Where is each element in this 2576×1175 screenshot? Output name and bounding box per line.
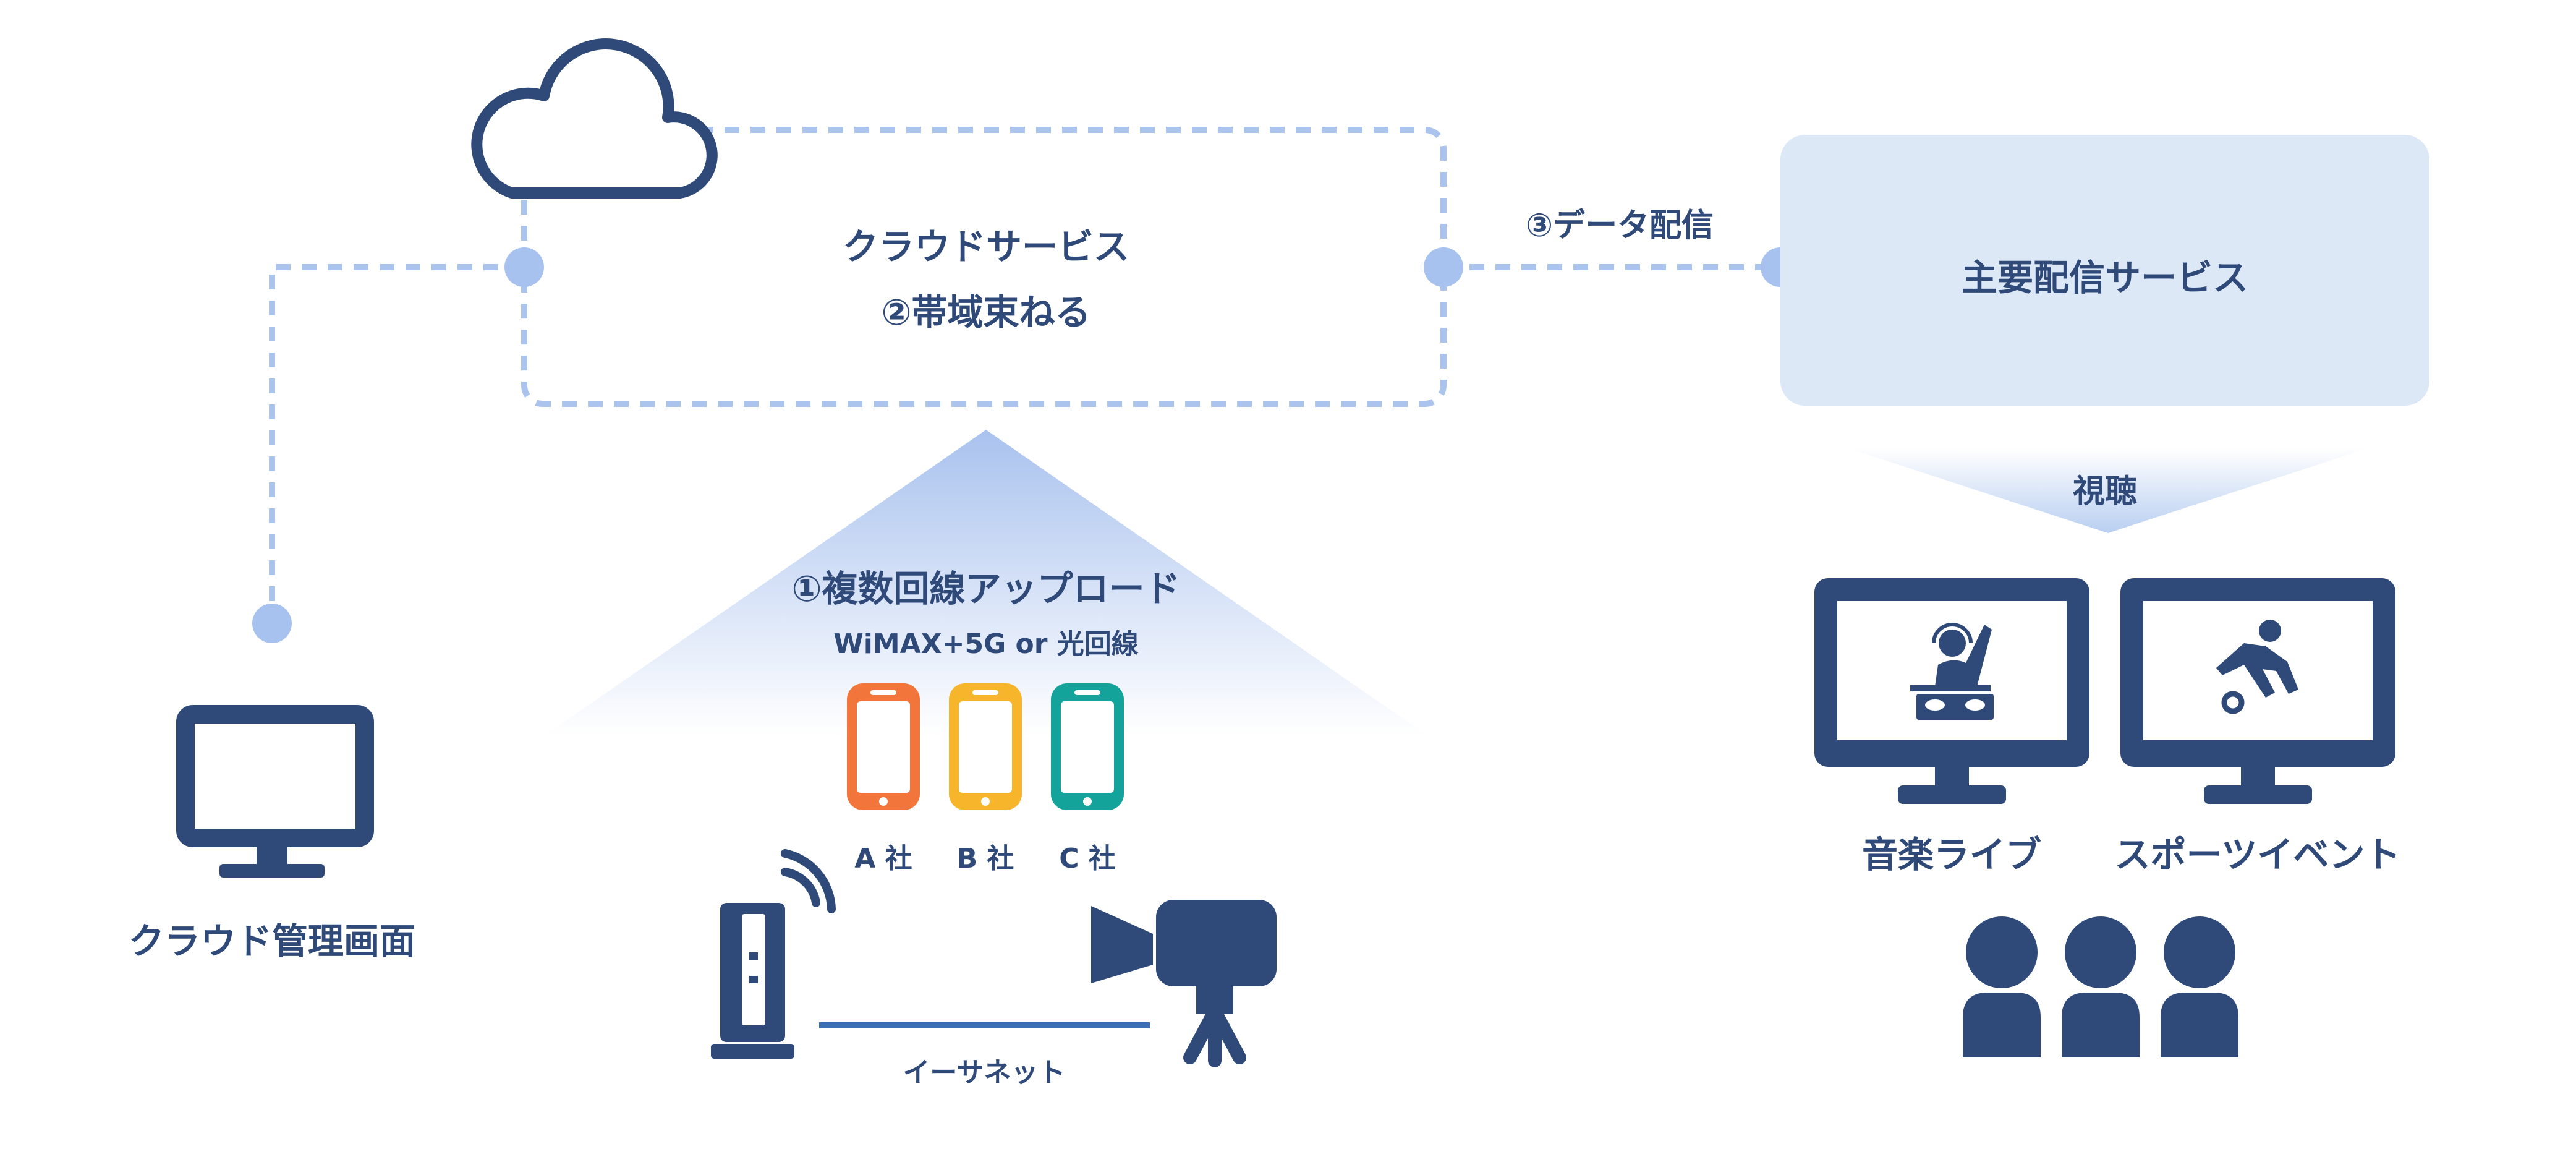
carrier-label-b: B 社 [956, 843, 1014, 874]
sports-event-label: スポーツイベント [2114, 834, 2401, 876]
main-service-label: 主要配信サービス [1961, 257, 2249, 299]
cloud-service-box [521, 127, 1447, 407]
phone-icon-c [1051, 683, 1124, 810]
audience-icon [1963, 916, 2238, 1058]
cloud-service-title: クラウドサービス [842, 226, 1130, 268]
management-monitor-icon [176, 705, 374, 878]
dj-icon [1910, 623, 1994, 720]
carrier-label-a: A 社 [854, 843, 912, 874]
carrier-label-c: C 社 [1059, 843, 1116, 874]
data-delivery-label: ③データ配信 [1525, 207, 1714, 244]
upload-gradient-triangle [544, 430, 1428, 736]
viewing-label: 視聴 [2072, 473, 2138, 510]
ethernet-label: イーサネット [903, 1057, 1066, 1088]
connection-dot-left [504, 247, 544, 287]
sports-event-screen-icon [2120, 578, 2395, 804]
camera-icon [1091, 900, 1277, 1067]
cloud-icon [471, 38, 718, 199]
music-live-screen-icon [1814, 578, 2089, 804]
management-connection-line [269, 264, 524, 623]
management-screen-label: クラウド管理画面 [128, 920, 416, 962]
viewing-gradient-triangle [1848, 448, 2368, 533]
phone-icon-b [949, 683, 1022, 810]
upload-title: ①複数回線アップロード [791, 568, 1181, 610]
soccer-player-icon [2216, 620, 2298, 714]
music-live-label: 音楽ライブ [1861, 834, 2042, 876]
upload-subtitle: WiMAX+5G or 光回線 [833, 628, 1139, 660]
main-service-box [1780, 135, 2429, 406]
connection-dot-right [1424, 247, 1463, 287]
router-icon [711, 849, 836, 1059]
phone-icon-a [847, 683, 920, 810]
connection-dot-management [252, 604, 292, 643]
bandwidth-bonding-label: ②帯域束ねる [881, 291, 1091, 333]
